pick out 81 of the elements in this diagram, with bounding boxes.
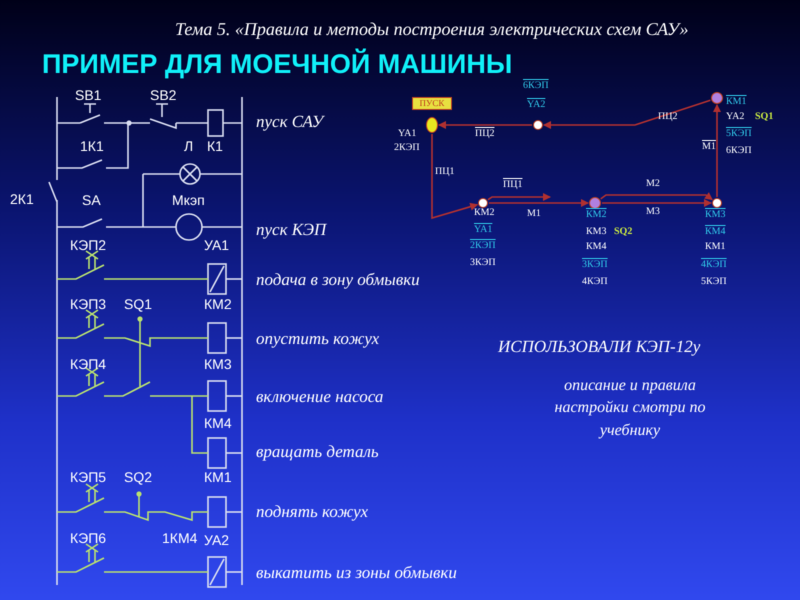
component-label: SQ1: [124, 297, 152, 312]
edge-label: ПЦ1: [503, 179, 522, 190]
component-label: КМ4: [204, 416, 232, 432]
component-label: Мкэп: [172, 193, 205, 208]
state-label: 3КЭП: [470, 257, 496, 268]
rung-description: пуск САУ: [256, 113, 324, 132]
arrow: [600, 192, 713, 200]
state-label: 5КЭП: [701, 276, 727, 287]
rung-description: опустить кожух: [256, 330, 380, 349]
state-label: КМ3: [705, 209, 726, 220]
state-label: 6КЭП: [726, 145, 752, 156]
state-label: YA1: [398, 128, 416, 139]
arrow: [489, 199, 589, 207]
state-label: 4КЭП: [582, 276, 608, 287]
component-label: SB1: [75, 88, 102, 104]
arrow: [431, 134, 478, 220]
component-label: 1К1: [80, 139, 104, 154]
edge-label: ПЦ2: [475, 128, 494, 139]
state-circle: [712, 198, 722, 208]
state-circle: [533, 120, 543, 130]
state-circle: [711, 92, 723, 104]
component-label: УА1: [204, 238, 230, 254]
state-label: КМ4: [586, 241, 607, 252]
edge-label: M1: [702, 141, 716, 152]
rung-description: выкатить из зоны обмывки: [256, 564, 457, 583]
arrow: [543, 99, 711, 129]
component-label: КЭП3: [70, 297, 106, 312]
component-label: КЭП5: [70, 470, 106, 486]
edge-label: ПЦ2: [658, 111, 678, 122]
state-label: SQ2: [614, 226, 632, 237]
state-label: 3КЭП: [582, 259, 608, 270]
state-label: КМ1: [726, 96, 747, 107]
edge-label: M1: [527, 208, 541, 219]
component-label: УА2: [204, 533, 230, 548]
state-label: КМ2: [586, 209, 607, 220]
edge-label: M3: [646, 206, 660, 217]
start-box: ПУСК: [412, 97, 452, 110]
component-label: SQ2: [124, 470, 152, 486]
component-label: КЭП6: [70, 531, 106, 546]
state-label: YA2: [726, 111, 744, 122]
component-label: SA: [82, 193, 101, 208]
state-label: КМ2: [474, 207, 495, 218]
state-label: 5КЭП: [726, 128, 752, 139]
state-label: SQ1: [755, 111, 774, 122]
arrow: [602, 199, 712, 207]
state-circle: [426, 117, 438, 133]
component-label: КЭП4: [70, 357, 106, 372]
state-label: YA1: [474, 224, 492, 235]
slide-title: ПРИМЕР ДЛЯ МОЕЧНОЙ МАШИНЫ: [42, 50, 512, 80]
arrow: [488, 193, 551, 201]
state-label: 6КЭП: [523, 80, 549, 91]
edge-label: M2: [646, 178, 660, 189]
component-label: Л: [184, 139, 194, 154]
state-label: 2КЭП: [394, 142, 420, 153]
rung-description: подача в зону обмывки: [256, 271, 420, 290]
component-label: КМ3: [204, 357, 232, 372]
rung-description: включение насоса: [256, 388, 384, 407]
state-label: YA2: [527, 99, 546, 110]
component-label: К1: [207, 139, 223, 154]
note-heading: ИСПОЛЬЗОВАЛИ КЭП-12у: [498, 338, 700, 357]
note-text: описание и правила настройки смотри по учебнику: [554, 376, 706, 441]
rung-description: вращать деталь: [256, 443, 379, 462]
state-circle: [589, 197, 601, 209]
state-label: 4КЭП: [701, 259, 727, 270]
rung-description: поднять кожух: [256, 503, 368, 522]
state-label: 2КЭП: [470, 240, 496, 251]
arrow: [713, 104, 721, 197]
component-label: КМ2: [204, 297, 232, 312]
component-label: SB2: [150, 88, 176, 104]
rung-description: пуск КЭП: [256, 221, 326, 240]
edge-label: ПЦ1: [435, 166, 454, 177]
slide-subtitle: Тема 5. «Правила и методы построения электрических схем САУ»: [175, 20, 689, 40]
component-label: 2К1: [10, 192, 34, 208]
component-label: КМ1: [204, 470, 232, 486]
state-label: КМ4: [705, 226, 726, 237]
component-label: 1КМ4: [162, 531, 198, 546]
state-circle: [478, 198, 488, 208]
state-label: КМ1: [705, 241, 726, 252]
state-label: КМ3: [586, 226, 607, 237]
arrow: [438, 121, 532, 129]
component-label: КЭП2: [70, 238, 106, 254]
